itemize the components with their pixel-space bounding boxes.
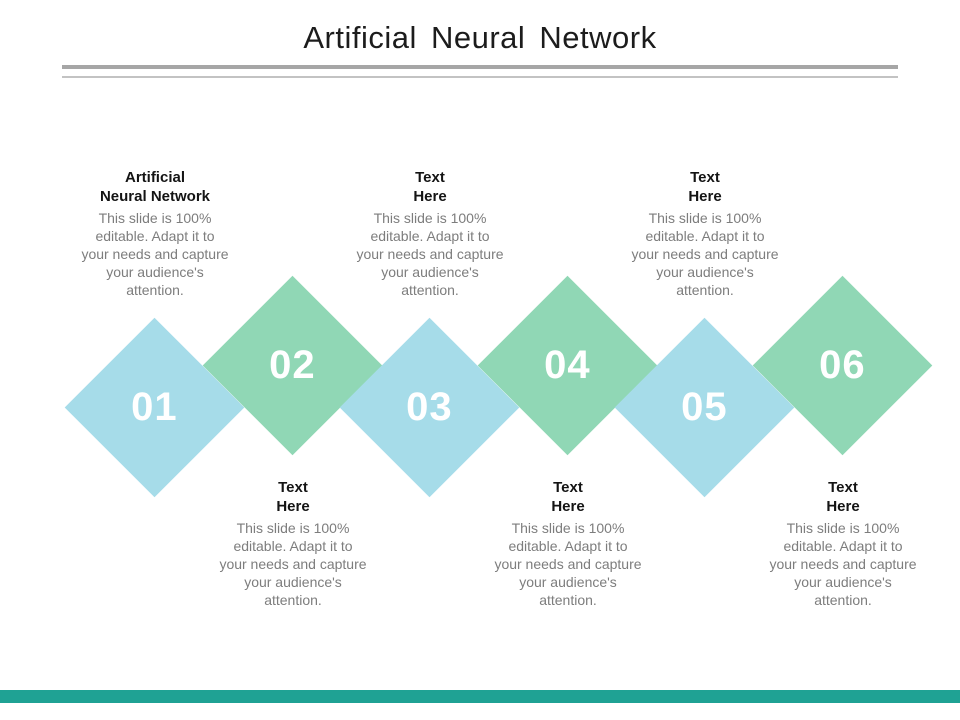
heading-line-2: Here: [276, 498, 310, 515]
heading-line-1: Text: [690, 169, 720, 186]
diamond-05: 05: [614, 317, 795, 498]
footer-accent-bar: [0, 690, 960, 703]
diamond-number: 01: [131, 385, 178, 429]
text-block-heading: Artificial Neural Network: [50, 168, 260, 206]
diamond-03: 03: [339, 317, 520, 498]
diamond-number: 05: [681, 385, 728, 429]
slide-title: Artificial Neural Network: [303, 20, 657, 55]
divider-line-dark: [62, 65, 898, 69]
text-block-body: This slide is 100% editable. Adapt it to…: [81, 210, 229, 298]
heading-line-2: Here: [826, 498, 860, 515]
text-block-top-1: Artificial Neural Network This slide is …: [50, 168, 260, 299]
text-block-heading: Text Here: [325, 168, 535, 206]
text-block-bottom-1: Text Here This slide is 100% editable. A…: [188, 478, 398, 609]
text-block-heading: Text Here: [188, 478, 398, 516]
text-block-top-3: Text Here This slide is 100% editable. A…: [600, 168, 810, 299]
heading-line-2: Neural Network: [99, 188, 211, 205]
heading-line-1: Artificial: [124, 169, 185, 186]
heading-line-2: Here: [551, 498, 585, 515]
heading-line-1: Text: [415, 169, 445, 186]
diamond-01: 01: [64, 317, 245, 498]
heading-line-2: Here: [413, 188, 447, 205]
diamond-02: 02: [202, 275, 383, 456]
diamond-number: 03: [406, 385, 453, 429]
text-block-body: This slide is 100% editable. Adapt it to…: [219, 520, 367, 608]
heading-line-1: Text: [278, 479, 308, 496]
diamond-number: 02: [269, 343, 316, 387]
text-block-body: This slide is 100% editable. Adapt it to…: [769, 520, 917, 608]
text-block-heading: Text Here: [600, 168, 810, 206]
diamond-number: 06: [819, 343, 866, 387]
heading-line-1: Text: [553, 479, 583, 496]
text-block-bottom-3: Text Here This slide is 100% editable. A…: [738, 478, 948, 609]
text-block-body: This slide is 100% editable. Adapt it to…: [356, 210, 504, 298]
text-block-heading: Text Here: [738, 478, 948, 516]
divider-line-light: [62, 76, 898, 78]
text-block-heading: Text Here: [463, 478, 673, 516]
heading-line-2: Here: [688, 188, 722, 205]
title-divider: [62, 65, 898, 78]
diamond-06: 06: [752, 275, 933, 456]
text-block-top-2: Text Here This slide is 100% editable. A…: [325, 168, 535, 299]
text-block-body: This slide is 100% editable. Adapt it to…: [631, 210, 779, 298]
diamond-04: 04: [477, 275, 658, 456]
text-block-bottom-2: Text Here This slide is 100% editable. A…: [463, 478, 673, 609]
diamond-number: 04: [544, 343, 591, 387]
heading-line-1: Text: [828, 479, 858, 496]
text-block-body: This slide is 100% editable. Adapt it to…: [494, 520, 642, 608]
